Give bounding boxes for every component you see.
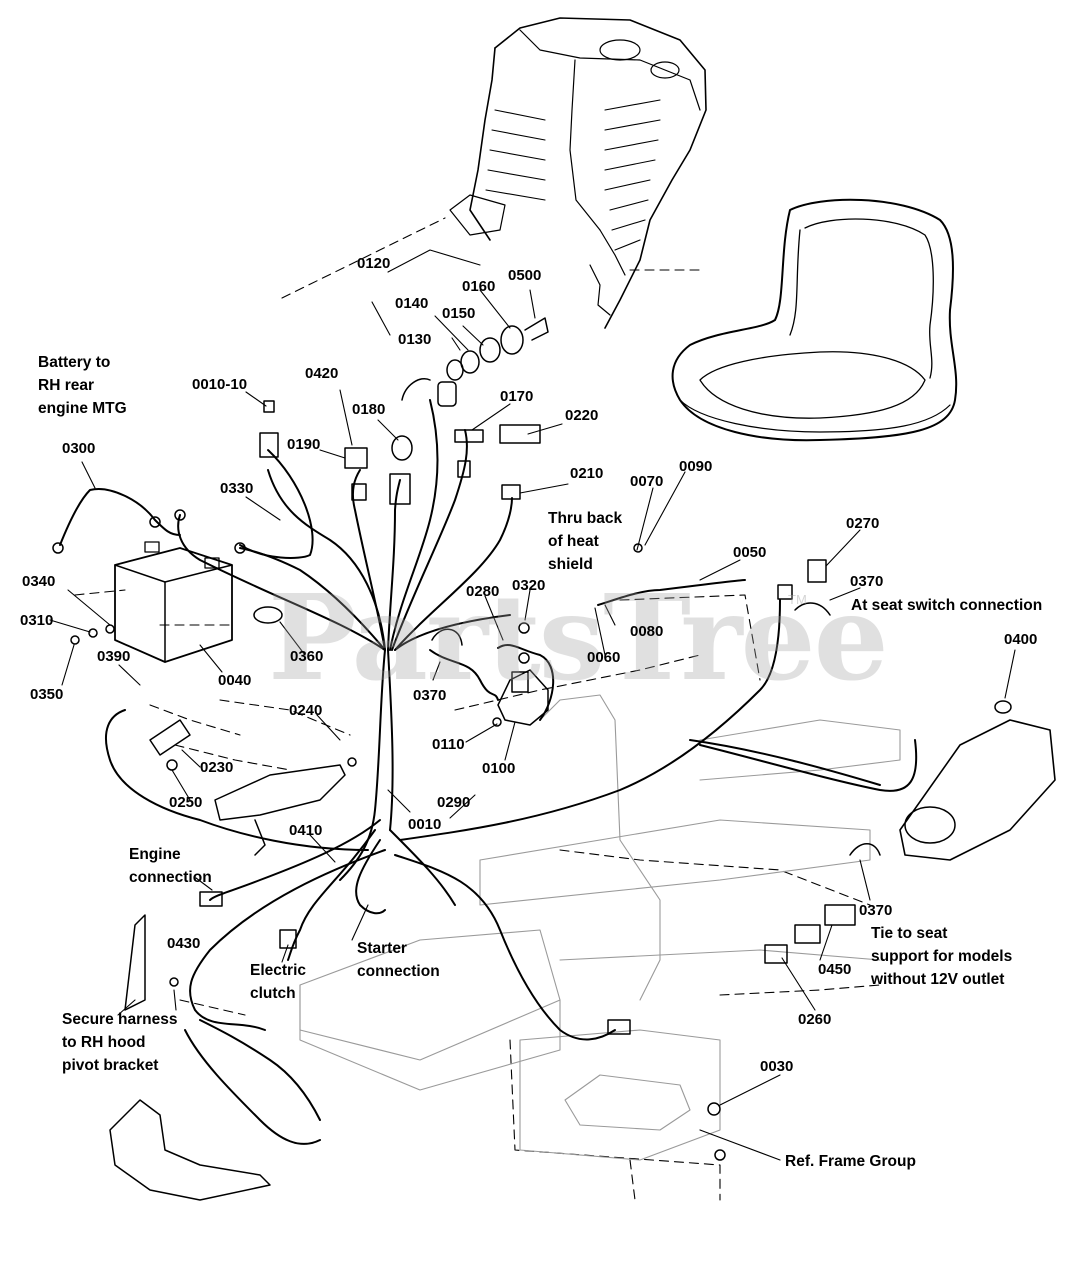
callout-0290[interactable]: 0290 [437, 794, 471, 811]
dash-panel-drawing [449, 17, 707, 329]
callout-0500[interactable]: 0500 [508, 267, 542, 284]
leader-lines [49, 249, 1016, 1161]
callout-0350[interactable]: 0350 [30, 686, 64, 703]
battery-drawing [114, 541, 233, 663]
note-engine-connection: Engine connection [129, 846, 212, 886]
note-electric-clutch: Electric clutch [250, 962, 307, 1002]
callout-0100[interactable]: 0100 [482, 760, 516, 777]
callout-0370-seat-switch[interactable]: 0370 [850, 573, 884, 590]
note-starter-connection: Starter connection [357, 940, 440, 980]
callout-0420[interactable]: 0420 [305, 365, 339, 382]
note-tie-to-seat-support: Tie to seat support for models without 1… [871, 925, 1013, 988]
callout-0070[interactable]: 0070 [630, 473, 664, 490]
watermark-trademark: TM [788, 592, 807, 607]
callout-0260[interactable]: 0260 [798, 1011, 832, 1028]
harness-wires [59, 399, 918, 1145]
callout-0450[interactable]: 0450 [818, 961, 852, 978]
callout-0170[interactable]: 0170 [500, 388, 534, 405]
callout-0340[interactable]: 0340 [22, 573, 56, 590]
component-drawings [52, 317, 1056, 1201]
note-at-seat-switch-connection: At seat switch connection [851, 597, 1043, 614]
callout-0230[interactable]: 0230 [200, 759, 234, 776]
callout-0300[interactable]: 0300 [62, 440, 96, 457]
callout-0180[interactable]: 0180 [352, 401, 386, 418]
callout-0410[interactable]: 0410 [289, 822, 323, 839]
callout-0010[interactable]: 0010 [408, 816, 442, 833]
note-battery-to-rh-rear-engine-mtg: Battery to RH rear engine MTG [38, 354, 127, 417]
callout-0270[interactable]: 0270 [846, 515, 880, 532]
callout-0130[interactable]: 0130 [398, 331, 432, 348]
callout-0060[interactable]: 0060 [587, 649, 621, 666]
callout-0030[interactable]: 0030 [760, 1058, 794, 1075]
callout-0310[interactable]: 0310 [20, 612, 54, 629]
callout-0150[interactable]: 0150 [442, 305, 476, 322]
callout-0050[interactable]: 0050 [733, 544, 767, 561]
callout-0080[interactable]: 0080 [630, 623, 664, 640]
callout-0360[interactable]: 0360 [290, 648, 324, 665]
note-secure-harness: Secure harness to RH hood pivot bracket [62, 1011, 178, 1074]
callout-0370-harness[interactable]: 0370 [413, 687, 447, 704]
callout-0010-10[interactable]: 0010-10 [192, 376, 248, 393]
callout-0210[interactable]: 0210 [570, 465, 604, 482]
watermark: PartsTree [268, 568, 889, 707]
callout-0120[interactable]: 0120 [357, 255, 391, 272]
callout-0090[interactable]: 0090 [679, 458, 713, 475]
callout-0220[interactable]: 0220 [565, 407, 599, 424]
callout-0280[interactable]: 0280 [466, 583, 500, 600]
note-ref-frame-group: Ref. Frame Group [785, 1153, 916, 1170]
callout-0190[interactable]: 0190 [287, 436, 321, 453]
callout-0140[interactable]: 0140 [395, 295, 429, 312]
callout-0390[interactable]: 0390 [97, 648, 131, 665]
seat-drawing [671, 198, 958, 442]
callout-0040[interactable]: 0040 [218, 672, 252, 689]
callout-0330[interactable]: 0330 [220, 480, 254, 497]
callout-0160[interactable]: 0160 [462, 278, 496, 295]
callout-0110[interactable]: 0110 [432, 736, 465, 753]
callout-0370-tie[interactable]: 0370 [859, 902, 893, 919]
callout-0430[interactable]: 0430 [167, 935, 201, 952]
note-thru-back-of-heat-shield: Thru back of heat shield [548, 510, 623, 573]
callout-0240[interactable]: 0240 [289, 702, 323, 719]
callout-0320[interactable]: 0320 [512, 577, 546, 594]
callout-0250[interactable]: 0250 [169, 794, 203, 811]
reference-lines [74, 217, 881, 1201]
callout-0400[interactable]: 0400 [1004, 631, 1038, 648]
